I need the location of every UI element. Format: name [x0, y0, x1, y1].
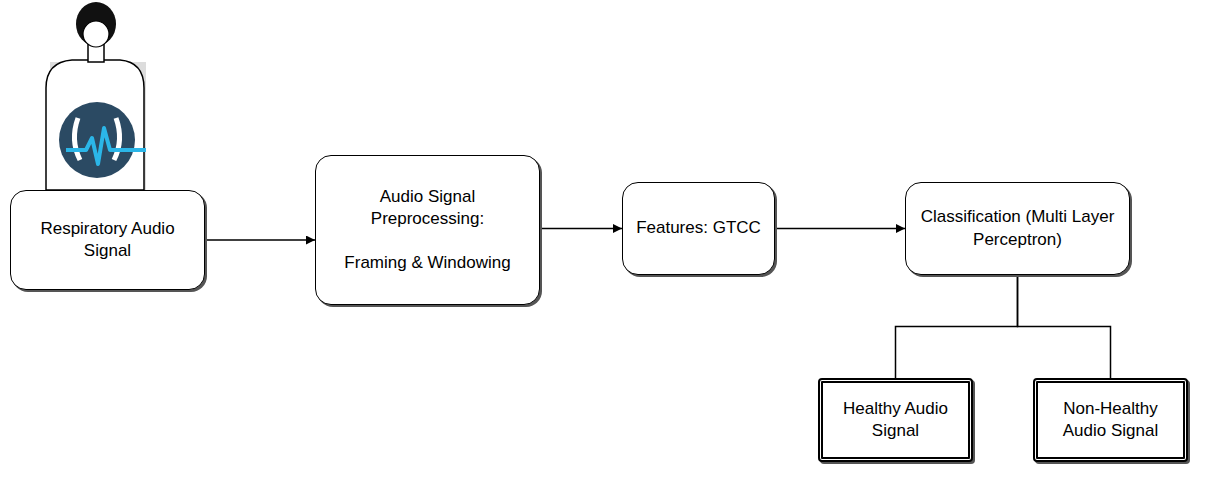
flow-arrow — [205, 239, 315, 241]
branch-line — [1018, 275, 1111, 378]
patient-face — [83, 21, 109, 47]
node-label: Audio Signal Preprocessing: — [326, 186, 529, 230]
process-box: Features: GTCC — [622, 182, 775, 275]
node-label: Non-Healthy Audio Signal — [1048, 398, 1173, 442]
process-box: Classification (Multi Layer Perceptron) — [905, 182, 1130, 275]
flow-arrow — [775, 228, 905, 230]
node-label: Framing & Windowing — [344, 252, 510, 274]
patient-body — [46, 60, 144, 190]
pulse-line — [66, 128, 146, 164]
process-box: Audio Signal Preprocessing: Framing & Win… — [315, 155, 540, 305]
node-label: Respiratory Audio Signal — [21, 218, 194, 262]
branch-line — [896, 275, 1018, 378]
node-label: Features: GTCC — [636, 217, 761, 239]
output-box: Healthy Audio Signal — [818, 378, 973, 462]
flow-arrow — [540, 228, 622, 230]
output-box: Non-Healthy Audio Signal — [1033, 378, 1188, 462]
lung-icon — [59, 102, 135, 178]
node-label: Classification (Multi Layer Perceptron) — [916, 206, 1119, 250]
patient-hair — [76, 2, 116, 46]
input-box: Respiratory Audio Signal — [10, 190, 205, 290]
node-label: Healthy Audio Signal — [833, 398, 958, 442]
